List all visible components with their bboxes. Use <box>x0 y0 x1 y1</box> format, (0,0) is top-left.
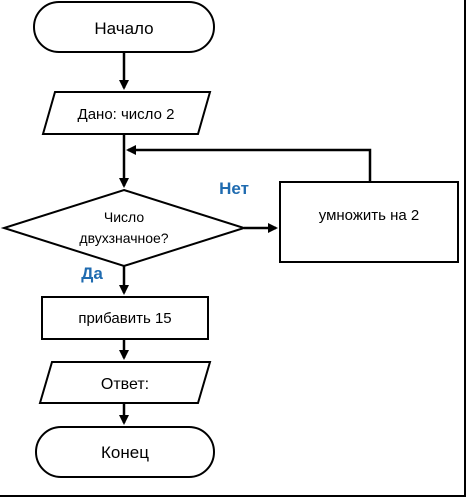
output-label: Ответ: <box>101 376 149 393</box>
decision-diamond: Число двухзначное? <box>0 188 248 268</box>
input-label: Дано: число 2 <box>78 106 175 123</box>
yes-branch-label: Да <box>81 264 103 283</box>
add-label: прибавить 15 <box>78 310 171 327</box>
input-parallelogram: Дано: число 2 <box>41 91 212 135</box>
arrow-loop-back <box>126 145 372 182</box>
add-process: прибавить 15 <box>41 296 209 340</box>
multiply-label: умножить на 2 <box>319 207 420 224</box>
output-parallelogram: Ответ: <box>38 361 212 404</box>
condition-line-1: Число <box>104 209 144 225</box>
end-label: Конец <box>101 443 149 462</box>
multiply-process: умножить на 2 <box>279 181 459 263</box>
end-terminator: Конец <box>35 426 215 478</box>
no-branch-label: Нет <box>219 179 249 198</box>
condition-line-2: двухзначное? <box>79 230 168 246</box>
start-label: Начало <box>94 19 153 38</box>
start-terminator: Начало <box>33 1 215 53</box>
